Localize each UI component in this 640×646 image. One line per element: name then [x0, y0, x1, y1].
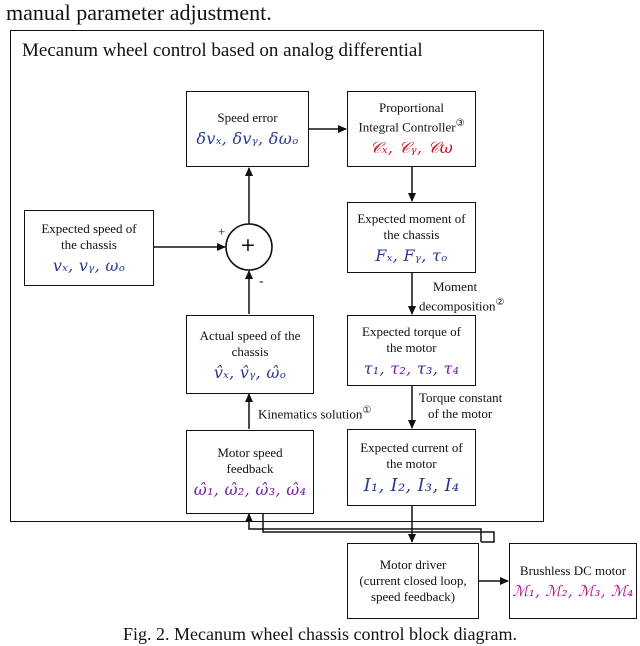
expected-torque-label-1: Expected torque of: [362, 323, 461, 339]
pi-marker: ③: [455, 117, 465, 129]
speed-error-block: Speed error δvₓ, δvᵧ, δωₒ: [186, 91, 309, 167]
expected-moment-label-2: the chassis: [383, 226, 440, 242]
torque-note-1: Torque constant: [419, 390, 503, 405]
motor-driver-label-2: (current closed loop,: [359, 573, 467, 588]
motor-driver-label-1: Motor driver: [379, 557, 447, 572]
expected-current-label-2: the motor: [386, 455, 437, 471]
expected-current-block: Expected current of the motor I₁, I₂, I₃…: [347, 429, 476, 506]
motor-feedback-math: ω̂₁, ω̂₂, ω̂₃, ω̂₄: [193, 480, 307, 499]
expected-torque-block: Expected torque of the motor τ₁, τ₂, τ₃,…: [347, 315, 476, 386]
kinematics-note: Kinematics solution: [258, 406, 363, 422]
torque-symbol: τ₁,: [363, 358, 391, 378]
pi-label-2: Integral Controller: [358, 119, 456, 135]
sum-plus-sign: +: [218, 224, 226, 239]
expected-current-math: I₁, I₂, I₃, I₄: [363, 474, 460, 496]
torque-symbol: τ₃,: [416, 358, 444, 378]
expected-current-label-1: Expected current of: [360, 439, 463, 455]
control-frame: [10, 30, 544, 522]
motor-feedback-block: Motor speed feedback ω̂₁, ω̂₂, ω̂₃, ω̂₄: [186, 430, 314, 514]
bldc-motor-label: Brushless DC motor: [519, 562, 627, 578]
motor-feedback-label-2: feedback: [226, 461, 274, 476]
expected-torque-math: τ₁, τ₂, τ₃, τ₄: [364, 359, 460, 378]
speed-error-label: Speed error: [217, 110, 278, 125]
expected-speed-block: Expected speed of the chassis vₓ, vᵧ, ωₒ: [24, 210, 154, 286]
torque-symbol: τ₄: [443, 358, 460, 378]
moment-marker: ②: [495, 297, 505, 308]
expected-moment-label-1: Expected moment of: [357, 210, 466, 226]
expected-speed-label-2: the chassis: [61, 237, 117, 252]
moment-note-2: decomposition: [419, 298, 496, 314]
sum-minus-sign: -: [259, 274, 264, 289]
bldc-motor-block: Brushless DC motor ℳ₁, ℳ₂, ℳ₃, ℳ₄: [509, 543, 637, 619]
actual-speed-math: v̂ₓ, v̂ᵧ, ω̂ₒ: [213, 362, 287, 382]
sum-junction-circle: [225, 223, 273, 271]
pi-math: 𝒞ₓ, 𝒞ᵧ, 𝒞ω: [369, 138, 454, 158]
motor-driver-label-3: speed feedback): [370, 589, 456, 604]
expected-torque-label-2: the motor: [386, 339, 437, 355]
moment-note-1: Moment: [433, 279, 478, 294]
pi-controller-block: Proportional Integral Controller③ 𝒞ₓ, 𝒞ᵧ…: [347, 91, 476, 167]
speed-error-math: δvₓ, δvᵧ, δωₒ: [196, 129, 299, 148]
page-top-text: manual parameter adjustment.: [6, 0, 272, 25]
motor-driver-block: Motor driver (current closed loop, speed…: [347, 543, 479, 619]
torque-symbol: τ₂,: [390, 358, 417, 378]
feedback-loop-wire: [245, 513, 482, 542]
pi-label-1: Proportional: [379, 99, 444, 115]
bldc-motor-math: ℳ₁, ℳ₂, ℳ₃, ℳ₄: [512, 581, 634, 600]
motor-feedback-label-1: Motor speed: [217, 445, 283, 460]
figure-caption: Fig. 2. Mecanum wheel chassis control bl…: [123, 624, 517, 644]
sum-symbol: +: [240, 234, 256, 256]
kinematics-marker: ①: [362, 405, 372, 416]
torque-note-2: of the motor: [428, 406, 493, 421]
expected-moment-math: Fₓ, Fᵧ, τₒ: [375, 245, 448, 265]
frame-title: Mecanum wheel control based on analog di…: [22, 40, 423, 61]
feedback-loop-wire-2: [262, 514, 495, 543]
expected-speed-label-1: Expected speed of: [41, 221, 137, 236]
expected-moment-block: Expected moment of the chassis Fₓ, Fᵧ, τ…: [347, 202, 476, 273]
actual-speed-label-1: Actual speed of the: [199, 327, 301, 343]
actual-speed-label-2: chassis: [231, 343, 269, 359]
actual-speed-block: Actual speed of the chassis v̂ₓ, v̂ᵧ, ω̂…: [186, 315, 314, 394]
expected-speed-math: vₓ, vᵧ, ωₒ: [52, 256, 126, 275]
